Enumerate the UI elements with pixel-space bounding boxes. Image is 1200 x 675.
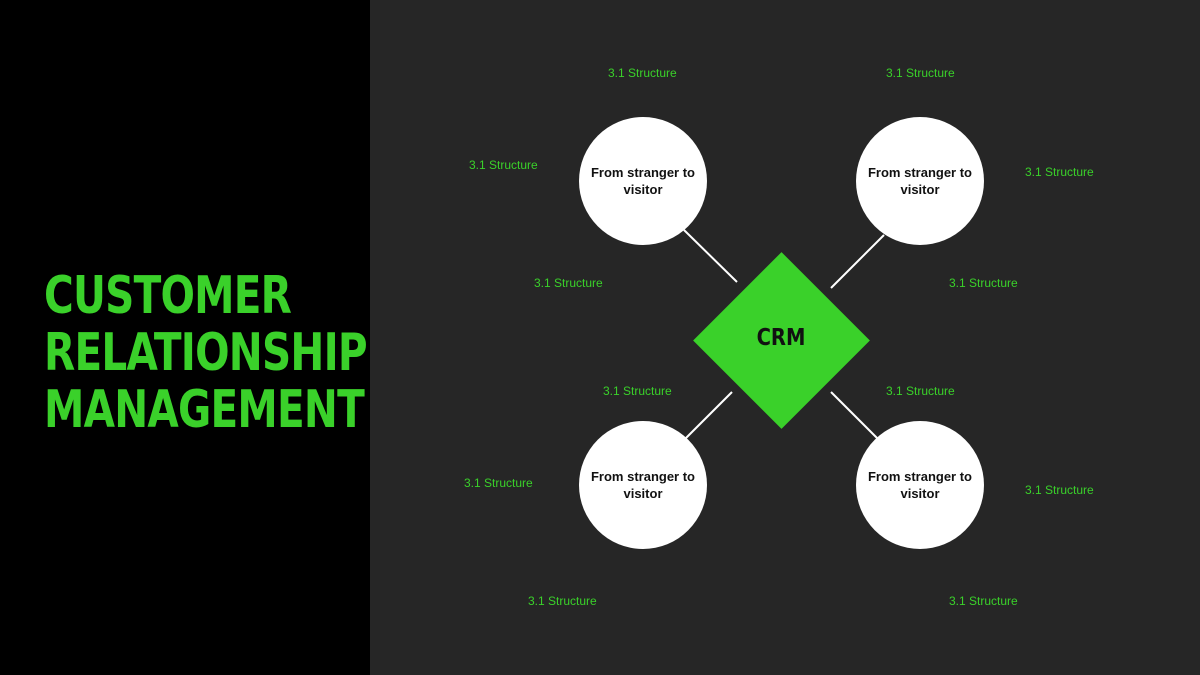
node-label: From stranger to visitor bbox=[867, 165, 972, 197]
title-line-2: RELATIONSHIP bbox=[44, 323, 368, 383]
node-label: From stranger to visitor bbox=[590, 469, 695, 501]
caption-lower-left-inner: 3.1 Structure bbox=[603, 384, 672, 398]
caption-upper-right-outer: 3.1 Structure bbox=[1025, 165, 1094, 179]
connector-bottom-left bbox=[685, 391, 733, 439]
connector-top-left bbox=[683, 229, 738, 283]
caption-top-right: 3.1 Structure bbox=[886, 66, 955, 80]
caption-bottom-left: 3.1 Structure bbox=[528, 594, 597, 608]
crm-label: CRM bbox=[756, 325, 806, 351]
title-line-1: CUSTOMER bbox=[44, 266, 292, 326]
node-bottom-left: From stranger to visitor bbox=[579, 421, 707, 549]
node-top-right: From stranger to visitor bbox=[856, 117, 984, 245]
page-title: CUSTOMER RELATIONSHIP MANAGEMENT bbox=[44, 266, 368, 440]
caption-lower-right-inner: 3.1 Structure bbox=[886, 384, 955, 398]
caption-lower-right-outer: 3.1 Structure bbox=[1025, 483, 1094, 497]
caption-top-left: 3.1 Structure bbox=[608, 66, 677, 80]
caption-bottom-right: 3.1 Structure bbox=[949, 594, 1018, 608]
caption-lower-left-outer: 3.1 Structure bbox=[464, 476, 533, 490]
title-panel: CUSTOMER RELATIONSHIP MANAGEMENT bbox=[0, 0, 370, 675]
connector-bottom-right bbox=[830, 391, 878, 439]
node-label: From stranger to visitor bbox=[867, 469, 972, 501]
node-top-left: From stranger to visitor bbox=[579, 117, 707, 245]
connector-top-right bbox=[830, 234, 885, 289]
caption-upper-left-inner: 3.1 Structure bbox=[534, 276, 603, 290]
caption-upper-right-inner: 3.1 Structure bbox=[949, 276, 1018, 290]
node-bottom-right: From stranger to visitor bbox=[856, 421, 984, 549]
title-line-3: MANAGEMENT bbox=[44, 380, 365, 440]
node-label: From stranger to visitor bbox=[590, 165, 695, 197]
caption-upper-left-outer: 3.1 Structure bbox=[469, 158, 538, 172]
